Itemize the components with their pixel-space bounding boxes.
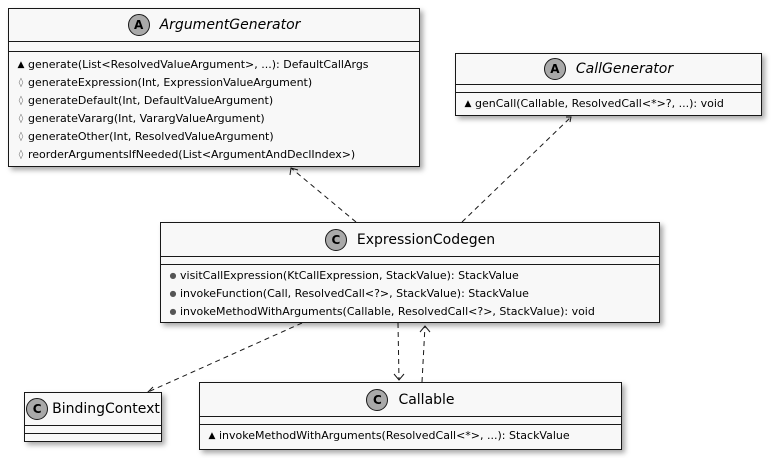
package-private-icon: ▲ (17, 60, 25, 70)
method-signature: visitCallExpression(KtCallExpression, St… (180, 269, 519, 282)
call-generator-header: A CallGenerator (456, 54, 761, 85)
method-signature: invokeMethodWithArguments(Callable, Reso… (180, 305, 595, 318)
method-row: ●invokeFunction(Call, ResolvedCall<?>, S… (167, 285, 659, 303)
argument-generator-header: A ArgumentGenerator (9, 9, 419, 42)
arrowhead-call-generator (566, 116, 572, 123)
callable-header: C Callable (200, 383, 621, 417)
call-generator-fields (456, 85, 761, 93)
method-signature: generate(List<ResolvedValueArgument>, ..… (28, 58, 369, 71)
binding-context-class: C BindingContext (24, 392, 162, 442)
public-icon: ● (169, 271, 177, 280)
call-generator-name: CallGenerator (575, 61, 674, 77)
callable-name: Callable (398, 391, 455, 408)
dependency-line-codegen-to-callable (397, 322, 400, 381)
protected-icon: ◊ (18, 150, 24, 160)
binding-context-fields (25, 426, 161, 434)
expression-codegen-header: C ExpressionCodegen (161, 223, 659, 257)
class-badge: C (26, 398, 49, 420)
method-signature: generateExpression(Int, ExpressionValueA… (28, 76, 313, 89)
method-row: ▲genCall(Callable, ResolvedCall<*>?, ...… (462, 95, 761, 113)
method-row: ◊ generateExpression(Int, ExpressionValue… (15, 74, 419, 92)
method-row: ▲generate(List<ResolvedValueArgument>, .… (15, 56, 419, 74)
abstract-class-badge: A (127, 14, 150, 36)
arrowhead-codegen (419, 325, 431, 333)
package-private-icon: ▲ (464, 99, 472, 109)
callable-class: C Callable ▲invokeMethodWithArguments(Re… (199, 382, 622, 450)
method-signature: genCall(Callable, ResolvedCall<*>?, ...)… (475, 97, 724, 110)
dependency-line-codegen-to-binding-context (147, 322, 303, 393)
argument-generator-class: A ArgumentGenerator ▲generate(List<Resol… (8, 8, 420, 167)
protected-icon: ◊ (18, 96, 24, 106)
arrowhead-callable (393, 373, 405, 381)
public-icon: ● (169, 289, 177, 298)
method-signature: generateVararg(Int, VarargValueArgument) (28, 112, 265, 125)
expression-codegen-methods: ●visitCallExpression(KtCallExpression, S… (161, 265, 659, 321)
argument-generator-name: ArgumentGenerator (159, 17, 301, 33)
method-signature: generateOther(Int, ResolvedValueArgument… (28, 130, 274, 143)
call-generator-class: A CallGenerator ▲genCall(Callable, Resol… (455, 53, 762, 116)
expression-codegen-name: ExpressionCodegen (356, 231, 496, 248)
method-signature: invokeFunction(Call, ResolvedCall<?>, St… (180, 287, 529, 300)
argument-generator-fields (9, 42, 419, 52)
method-row: ◊ generateDefault(Int, DefaultValueArgume… (15, 92, 419, 110)
public-icon: ● (169, 307, 177, 316)
dependency-line-callable-to-codegen (421, 325, 426, 383)
callable-fields (200, 417, 621, 425)
method-signature: generateDefault(Int, DefaultValueArgumen… (28, 94, 274, 107)
method-signature: invokeMethodWithArguments(ResolvedCall<*… (219, 429, 570, 442)
binding-context-name: BindingContext (52, 401, 160, 417)
expression-codegen-fields (161, 257, 659, 265)
method-row: ●invokeMethodWithArguments(Callable, Res… (167, 303, 659, 321)
method-signature: reorderArgumentsIfNeeded(List<ArgumentAn… (28, 148, 356, 161)
callable-methods: ▲invokeMethodWithArguments(ResolvedCall<… (200, 425, 621, 445)
protected-icon: ◊ (18, 132, 24, 142)
method-row: ◊ generateVararg(Int, VarargValueArgument… (15, 110, 419, 128)
method-row: ◊ reorderArgumentsIfNeeded(List<ArgumentA… (15, 146, 419, 164)
dependency-line-codegen-to-argument-generator (290, 167, 357, 223)
protected-icon: ◊ (18, 114, 24, 124)
arrowhead-argument-generator (289, 167, 299, 176)
class-badge: C (324, 228, 347, 251)
dependency-line-codegen-to-call-generator (461, 116, 572, 223)
method-row: ▲invokeMethodWithArguments(ResolvedCall<… (206, 427, 621, 445)
call-generator-methods: ▲genCall(Callable, ResolvedCall<*>?, ...… (456, 93, 761, 113)
class-badge: C (366, 388, 389, 411)
method-row: ◊ generateOther(Int, ResolvedValueArgumen… (15, 128, 419, 146)
method-row: ●visitCallExpression(KtCallExpression, S… (167, 267, 659, 285)
abstract-class-badge: A (543, 58, 566, 80)
binding-context-header: C BindingContext (25, 393, 161, 426)
package-private-icon: ▲ (208, 431, 216, 441)
protected-icon: ◊ (18, 78, 24, 88)
expression-codegen-class: C ExpressionCodegen ●visitCallExpression… (160, 222, 660, 323)
argument-generator-methods: ▲generate(List<ResolvedValueArgument>, .… (9, 52, 419, 164)
